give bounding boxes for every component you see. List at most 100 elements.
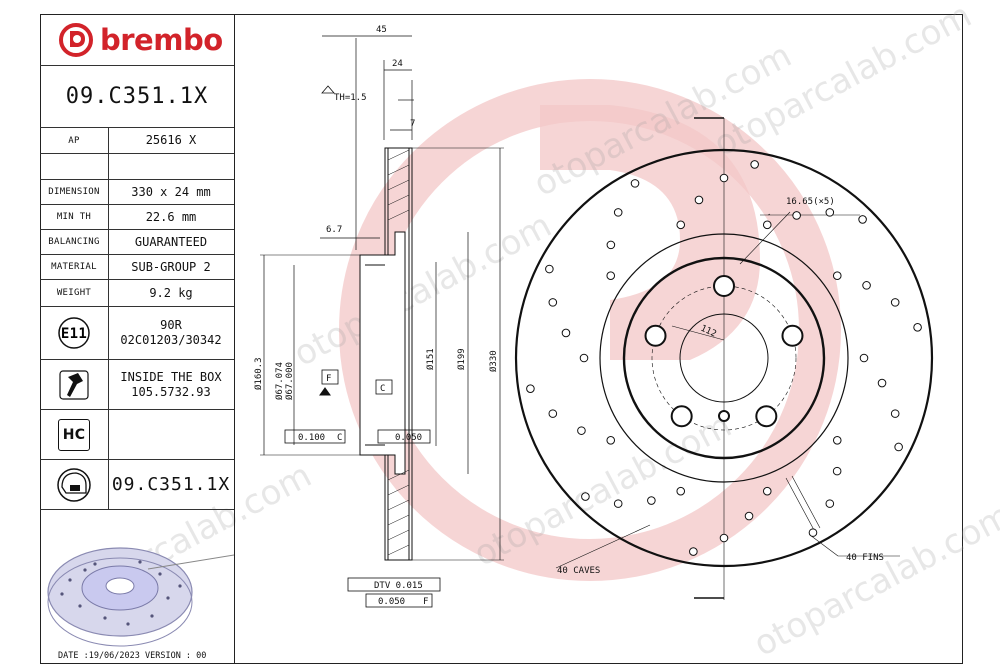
drilled-hole (762, 486, 772, 496)
spec-row: MIN TH 22.6 mm (40, 205, 234, 230)
tol-runout-1: 0.100 (298, 433, 325, 443)
dim-d67000: Ø67.000 (284, 362, 295, 400)
dim-overall: 45 (376, 25, 387, 35)
footer-date: DATE :19/06/2023 VERSION : 00 (58, 651, 207, 661)
drilled-hole (630, 179, 640, 188)
drilled-hole (744, 511, 754, 521)
spec-value: 9.2 kg (149, 285, 193, 300)
dim-thickness: 24 (392, 59, 403, 69)
dim-d151: Ø151 (425, 348, 436, 370)
brand-logo: brembo (58, 22, 223, 58)
drilled-hole (719, 533, 729, 543)
drilled-hole (689, 547, 698, 556)
dim-d330: Ø330 (488, 350, 499, 372)
stud-hole (670, 405, 693, 428)
drilled-hole (613, 208, 623, 217)
stud-hole (755, 405, 778, 428)
spec-key: DIMENSION (40, 180, 109, 204)
spec-value: GUARANTEED (134, 234, 208, 249)
drilled-hole (913, 323, 922, 332)
drilled-hole (606, 271, 616, 281)
drilled-hole (894, 442, 903, 452)
drilled-hole (762, 220, 772, 230)
dim-holes: 16.65(×5) (786, 197, 835, 207)
drilled-hole (606, 240, 616, 250)
dim-d1603: Ø160.3 (253, 357, 264, 390)
spec-key (40, 154, 109, 179)
part-number: 09.C351.1X (65, 84, 209, 109)
drilled-hole (832, 271, 842, 281)
spec-value: SUB-GROUP 2 (131, 259, 211, 274)
spec-key: BALANCING (40, 230, 109, 254)
drilled-hole (825, 208, 835, 217)
spec-value: 330 x 24 mm (131, 184, 211, 199)
label-caves: 40 CAVES (557, 566, 600, 576)
drilled-hole (890, 298, 900, 307)
tol-dtv: DTV 0.015 (374, 581, 423, 591)
dim-pcd: 112 (699, 324, 718, 340)
stud-hole (781, 324, 804, 347)
brembo-logo-icon (59, 23, 93, 57)
disc-helmet-icon (57, 467, 91, 502)
stud-hole (644, 324, 667, 347)
drilled-hole (526, 384, 535, 393)
spec-row: BALANCING GUARANTEED (40, 230, 234, 255)
datum-f: F (326, 374, 331, 384)
homologation-text: 90R 02C01203/30342 (108, 307, 234, 359)
homologation-row: E11 90R 02C01203/30342 (40, 307, 234, 360)
drilled-hole (613, 499, 623, 508)
hc-cell: HC (40, 410, 109, 459)
drilled-hole (676, 486, 686, 496)
dim-th-note: TH=1.5 (334, 93, 367, 103)
hc-label: HC (62, 426, 86, 443)
screw-cell (40, 360, 109, 409)
logo-row: brembo (40, 14, 234, 66)
drilled-hole (548, 409, 558, 418)
spec-key: MIN TH (40, 205, 109, 229)
drilled-hole (577, 426, 586, 435)
drilled-hole (561, 328, 571, 338)
drilled-hole (750, 160, 759, 169)
spec-key: MATERIAL (40, 255, 109, 279)
drilled-hole (647, 496, 656, 505)
drilled-hole (548, 298, 558, 307)
brand-name: brembo (100, 23, 223, 57)
drilled-hole (792, 211, 801, 220)
tol-flatness-ref: F (423, 597, 428, 607)
inside-box-line2: 105.5732.93 (131, 384, 211, 399)
drilled-hole (890, 409, 900, 418)
drilled-hole (606, 435, 616, 445)
drilled-hole (694, 195, 704, 205)
drilled-hole (825, 499, 835, 508)
homologation-line1: 90R (160, 318, 182, 332)
spec-key: WEIGHT (40, 280, 109, 306)
cross-drilled-holes (526, 160, 922, 556)
lower-part-row: 09.C351.1X (40, 460, 234, 510)
spec-row: AP 25616 X (40, 128, 234, 154)
drilled-hole (832, 435, 842, 445)
homologation-line2: 02C01203/30342 (120, 333, 222, 347)
tol-runout-1-ref: C (337, 433, 342, 443)
drilled-hole (808, 528, 818, 537)
info-panel: brembo 09.C351.1X AP 25616 X DIMENSION 3… (40, 14, 235, 664)
hc-row: HC (40, 410, 234, 460)
e-mark-icon: E11 (58, 317, 90, 349)
dim-offset-67: 6.7 (326, 225, 342, 235)
inside-box-line1: INSIDE THE BOX (120, 369, 222, 384)
drilled-hole (579, 353, 589, 363)
inside-box-text: INSIDE THE BOX 105.5732.93 (108, 360, 234, 409)
part-number-row: 09.C351.1X (40, 66, 234, 128)
drilled-hole (858, 215, 867, 224)
drilled-hole (859, 353, 869, 363)
tol-runout-2: 0.050 (395, 433, 422, 443)
stud-holes (644, 275, 804, 428)
e11-cell: E11 (40, 307, 109, 359)
dim-offset-7: 7 (410, 119, 415, 129)
disc-front-view (514, 117, 934, 600)
disc-render (47, 547, 234, 647)
disc-icon-cell (40, 460, 109, 509)
spec-row: MATERIAL SUB-GROUP 2 (40, 255, 234, 280)
stud-hole (713, 275, 735, 297)
dim-d67074: Ø67.074 (274, 362, 285, 400)
drilled-hole (581, 492, 590, 501)
